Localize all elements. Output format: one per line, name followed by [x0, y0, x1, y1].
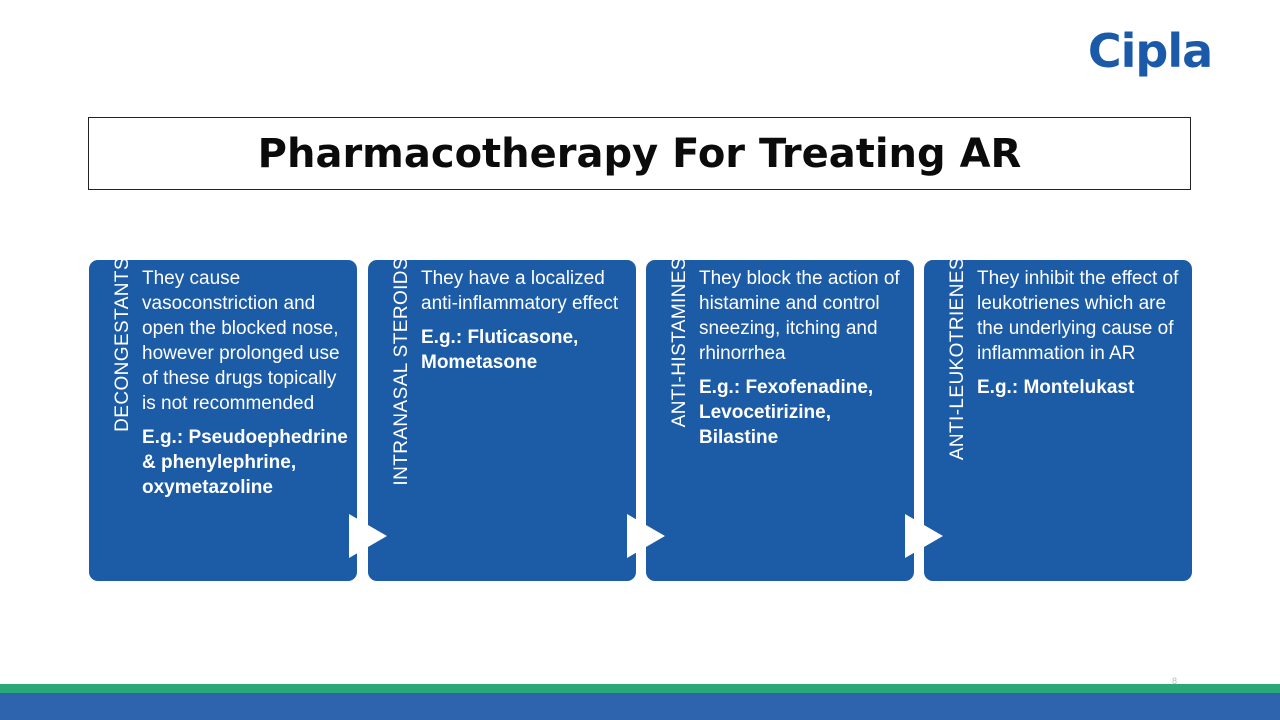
card-label-decongestants: DECONGESTANTS	[112, 257, 133, 432]
card-body: They cause vasoconstriction and open the…	[142, 266, 349, 500]
card-example: E.g.: Pseudoephedrine & phenylephrine, o…	[142, 427, 348, 498]
card-label-container: DECONGESTANTS	[89, 257, 135, 581]
cipla-logo: Cipla	[1087, 24, 1213, 78]
footer-stripe-blue	[0, 693, 1280, 720]
footer-stripe-green	[0, 684, 1280, 693]
card-example: E.g.: Fluticasone, Mometasone	[421, 327, 579, 373]
card-body: They inhibit the effect of leukotrienes …	[977, 266, 1184, 400]
card-intranasal-steroids: INTRANASAL STEROIDS They have a localize…	[368, 257, 636, 581]
card-anti-leukotrienes: ANTI-LEUKOTRIENES They inhibit the effec…	[924, 257, 1192, 581]
card-body: They block the action of histamine and c…	[699, 266, 906, 450]
chevron-right-icon	[905, 514, 943, 558]
chevron-right-icon	[349, 514, 387, 558]
card-label-intranasal-steroids: INTRANASAL STEROIDS	[391, 257, 412, 486]
card-body: They have a localized anti-inflammatory …	[421, 266, 628, 375]
card-anti-histamines: ANTI-HISTAMINES They block the action of…	[646, 257, 914, 581]
card-description: They cause vasoconstriction and open the…	[142, 268, 340, 414]
page-number: 8	[1172, 676, 1178, 686]
card-example: E.g.: Montelukast	[977, 377, 1135, 398]
slide-title: Pharmacotherapy For Treating AR	[257, 130, 1022, 177]
card-description: They inhibit the effect of leukotrienes …	[977, 268, 1179, 364]
card-example: E.g.: Fexofenadine, Levocetirizine, Bila…	[699, 377, 874, 448]
card-label-anti-leukotrienes: ANTI-LEUKOTRIENES	[947, 257, 968, 461]
title-box: Pharmacotherapy For Treating AR	[88, 117, 1191, 190]
card-label-anti-histamines: ANTI-HISTAMINES	[669, 257, 690, 428]
card-decongestants: DECONGESTANTS They cause vasoconstrictio…	[89, 257, 357, 581]
card-description: They block the action of histamine and c…	[699, 268, 900, 364]
chevron-right-icon	[627, 514, 665, 558]
card-description: They have a localized anti-inflammatory …	[421, 268, 619, 314]
